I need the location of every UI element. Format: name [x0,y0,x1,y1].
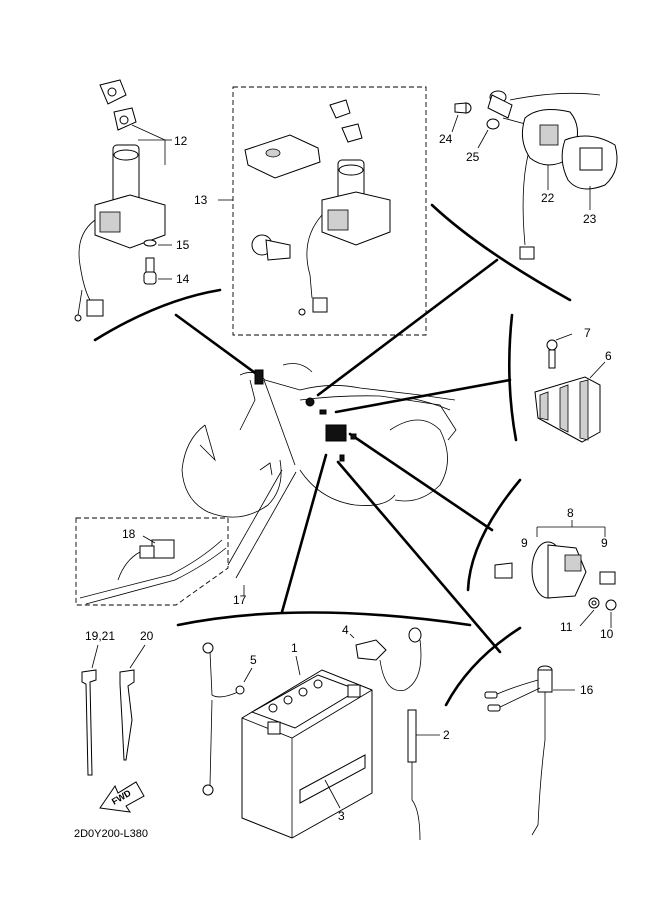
callout-11: 11 [560,620,573,634]
callout-2: 2 [443,728,450,742]
group-curves [93,203,572,707]
callout-22: 22 [541,191,555,205]
callout-18: 18 [122,527,136,541]
callout-6: 6 [605,349,612,363]
callout-20: 20 [140,629,154,643]
callout-14: 14 [176,272,190,286]
rectifier-assembly: 7 6 [534,326,612,443]
neutral-switch-assembly: 16 [484,665,594,836]
callout-9-right: 9 [601,536,608,550]
callout-16: 16 [580,683,594,697]
callout-24: 24 [439,132,453,146]
callout-3: 3 [338,809,345,823]
main-switch-assembly: 12 15 14 [74,79,190,322]
cable-ties: 19,21 20 [81,629,154,776]
callout-19-21: 19,21 [85,629,115,643]
ignition-coil-assembly: 8 9 9 11 10 [494,506,617,641]
callout-15: 15 [176,238,190,252]
fwd-arrow-icon: FWD [99,781,145,813]
callout-23: 23 [583,212,597,226]
callout-12: 12 [174,134,188,148]
callout-25: 25 [466,150,480,164]
callout-4: 4 [342,623,349,637]
callout-7: 7 [584,326,591,340]
callout-9-left: 9 [521,536,528,550]
fuel-sender-assembly: 24 25 22 23 [439,90,618,260]
callout-10: 10 [600,627,614,641]
relay-group: 18 17 [75,469,297,607]
motorcycle-outline [181,363,457,518]
callout-1: 1 [291,641,298,655]
callout-13: 13 [194,193,208,207]
diagram-code: 2D0Y200-L380 [74,828,148,840]
battery-assembly: 1 3 5 4 2 [202,623,450,841]
callout-5: 5 [250,653,257,667]
lock-set-group: 13 [194,86,427,336]
connector-lines [174,258,512,654]
callout-17: 17 [233,593,247,607]
callout-8: 8 [567,506,574,520]
